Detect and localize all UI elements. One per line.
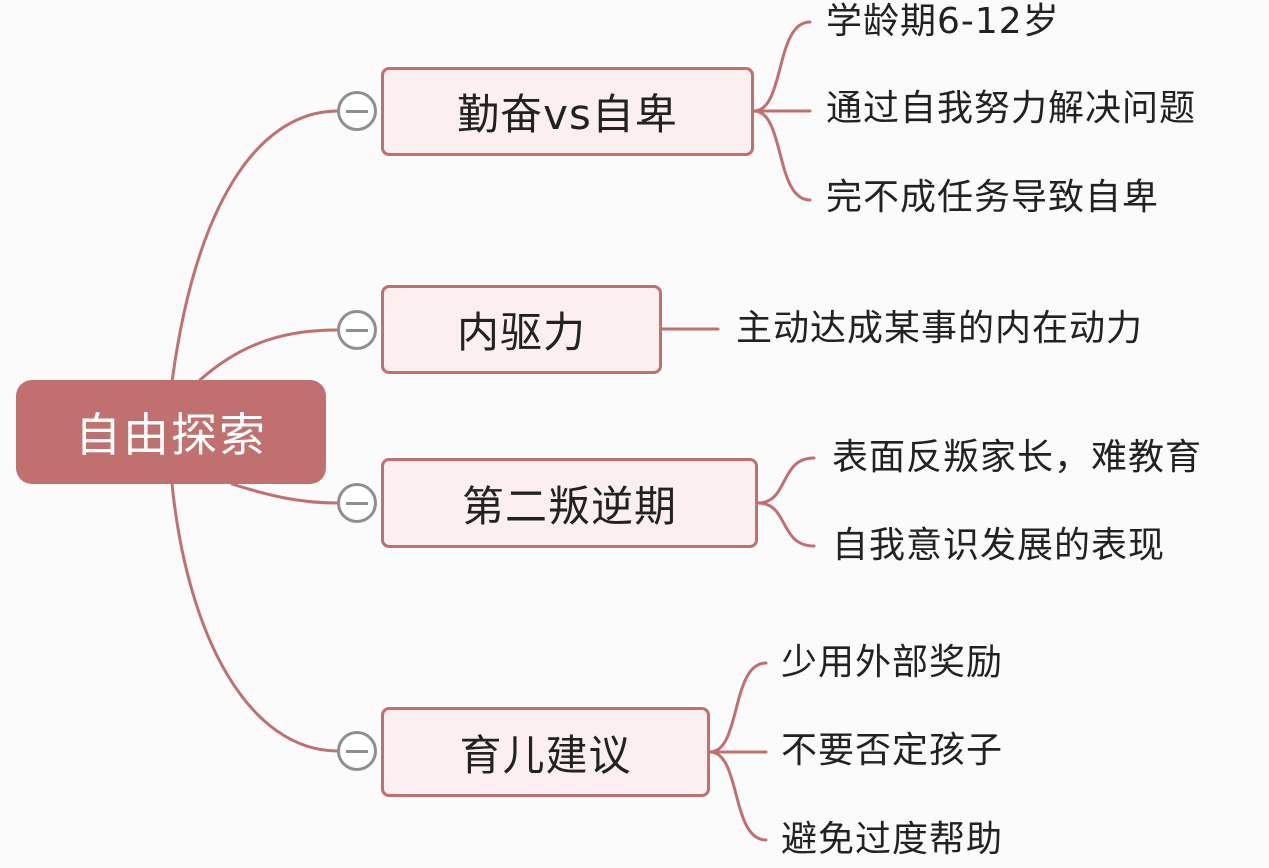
connector-root-branch-3	[230, 482, 339, 505]
subtopic-4-2[interactable]: 不要否定孩子	[781, 730, 1004, 771]
connector-branch-3-leaf-1	[756, 456, 816, 505]
collapse-branch-1-icon[interactable]	[337, 91, 377, 131]
connector-root-branch-1	[170, 109, 339, 384]
subtopic-2-1[interactable]: 主动达成某事的内在动力	[736, 308, 1144, 349]
subtopic-4-3[interactable]: 避免过度帮助	[781, 819, 1004, 860]
connector-branch-1-leaf-3	[752, 109, 812, 202]
subtopic-3-2[interactable]: 自我意识发展的表现	[832, 525, 1166, 566]
collapse-branch-2-icon[interactable]	[337, 310, 377, 350]
branch-topic-2-label: 内驱力	[456, 308, 586, 357]
branch-topic-3[interactable]: 第二叛逆期	[381, 458, 758, 548]
subtopic-4-1[interactable]: 少用外部奖励	[781, 642, 1004, 683]
connector-root-branch-4	[170, 482, 339, 753]
root-topic[interactable]: 自由探索	[16, 380, 326, 484]
subtopic-3-1[interactable]: 表面反叛家长，难教育	[832, 437, 1203, 478]
connector-root-branch-2	[198, 328, 339, 382]
subtopic-1-1[interactable]: 学龄期6-12岁	[826, 1, 1060, 42]
connector-branch-3-leaf-2	[756, 501, 816, 548]
subtopic-1-3[interactable]: 完不成任务导致自卑	[826, 177, 1160, 218]
branch-topic-4-label: 育儿建议	[459, 730, 632, 780]
branch-topic-4[interactable]: 育儿建议	[381, 707, 710, 797]
connector-branch-4-leaf-1	[708, 661, 768, 754]
connector-branch-4-leaf-3	[708, 750, 768, 842]
root-topic-label: 自由探索	[75, 408, 267, 462]
branch-topic-1[interactable]: 勤奋vs自卑	[381, 67, 754, 156]
collapse-branch-3-icon[interactable]	[337, 483, 377, 523]
branch-topic-1-label: 勤奋vs自卑	[457, 90, 678, 139]
connector-branch-1-leaf-1	[752, 20, 812, 113]
branch-topic-2[interactable]: 内驱力	[381, 285, 662, 374]
subtopic-1-2[interactable]: 通过自我努力解决问题	[826, 88, 1197, 129]
collapse-branch-4-icon[interactable]	[337, 731, 377, 771]
branch-topic-3-label: 第二叛逆期	[461, 481, 677, 531]
